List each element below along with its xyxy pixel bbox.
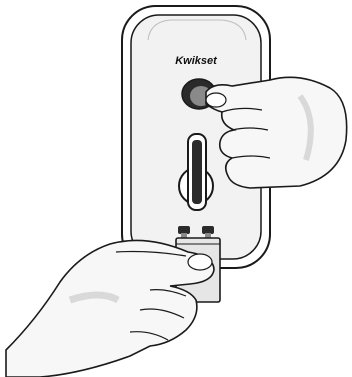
brand-logo: Kwikset [175, 55, 218, 67]
hand-icon [6, 240, 214, 377]
hand-icon [206, 77, 347, 188]
